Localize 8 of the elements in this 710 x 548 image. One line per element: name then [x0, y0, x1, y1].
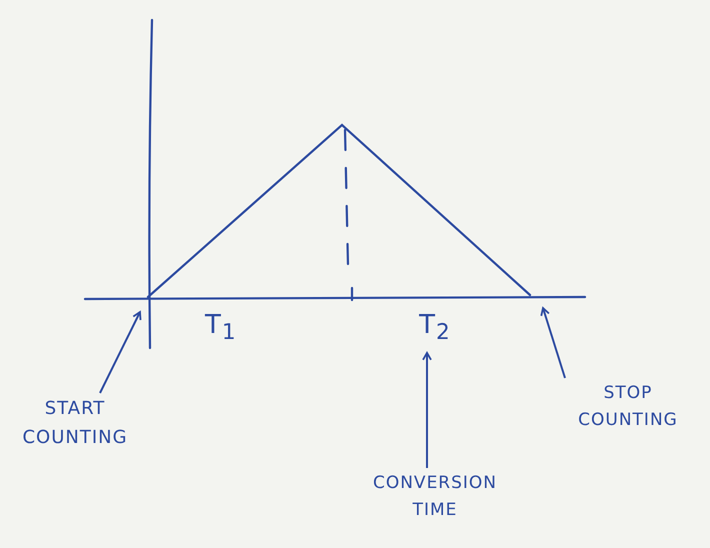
- handwritten-label: T$_{2}$: [418, 309, 452, 348]
- arrow: [540, 307, 566, 378]
- handwritten-label: T$_{1}$: [205, 309, 237, 348]
- arrow: [99, 311, 142, 394]
- handwritten-label: START COUNTING: [21, 397, 129, 450]
- handwritten-label: STOP COUNTING: [577, 382, 679, 432]
- arrow: [422, 352, 432, 468]
- handwritten-label: CONVERSION TIME: [372, 472, 498, 522]
